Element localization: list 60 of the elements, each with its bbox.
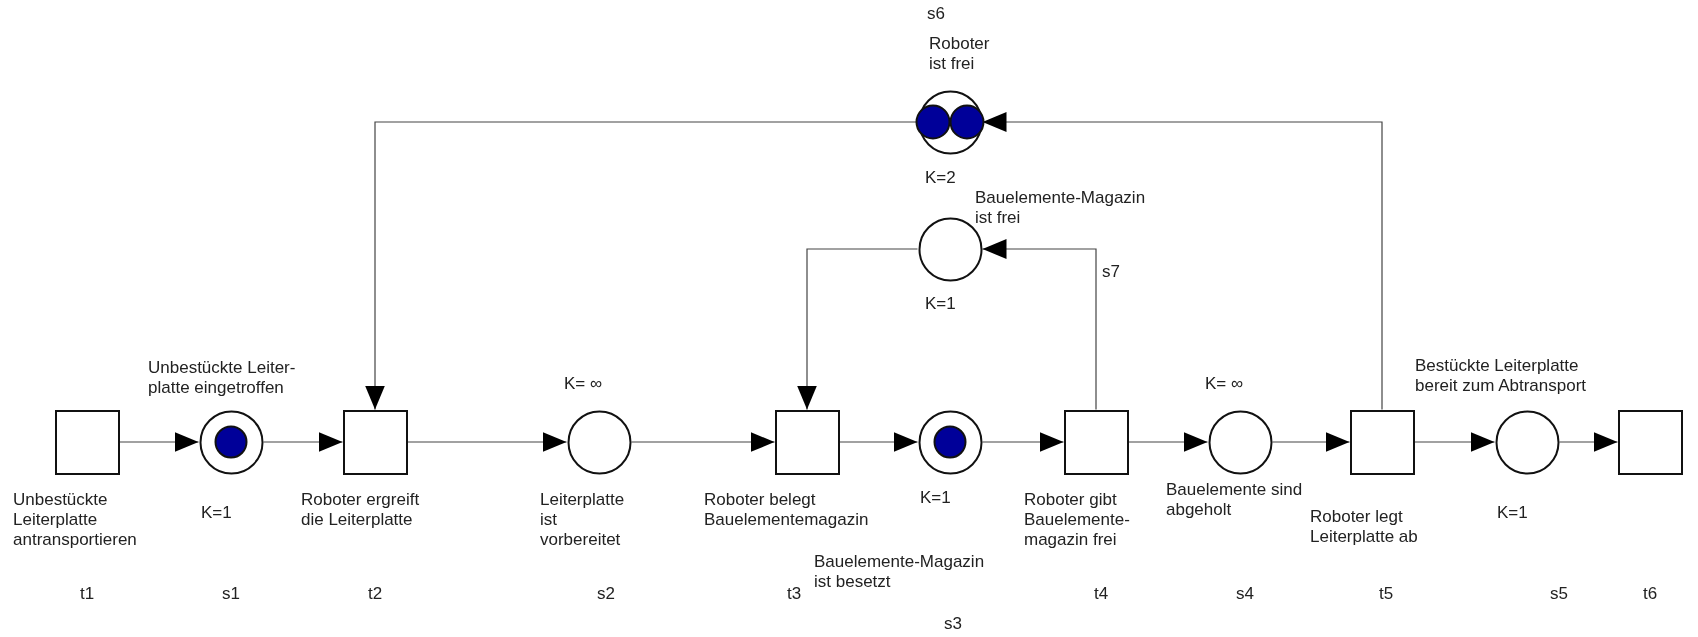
element-id-label: s3 xyxy=(943,614,963,634)
arrow xyxy=(981,239,1097,411)
arrow xyxy=(838,432,919,452)
arrow xyxy=(1558,432,1619,452)
node-label: s6 xyxy=(927,4,945,24)
node-label: Bauelemente sind abgeholt xyxy=(1166,480,1304,520)
token-dot xyxy=(933,425,967,459)
element-id-label: t5 xyxy=(1377,584,1395,604)
element-id-label: t3 xyxy=(785,584,803,604)
node-label: Bestückte Leiterplatte bereit zum Abtransport xyxy=(1415,356,1588,396)
arrow xyxy=(1271,432,1351,452)
place-circle xyxy=(1494,409,1560,475)
element-id-label: t4 xyxy=(1092,584,1110,604)
element-id-label: t2 xyxy=(366,584,384,604)
arrow xyxy=(1413,432,1496,452)
place-circle xyxy=(1207,409,1273,475)
node-label: Roboter legt Leiterplatte ab xyxy=(1310,507,1419,547)
node-label: Unbestückte Leiter- platte eingetroffen xyxy=(148,358,297,398)
element-id-label: s4 xyxy=(1235,584,1255,604)
element-id-label: s1 xyxy=(221,584,241,604)
node-label: K=1 xyxy=(201,503,232,523)
place-circle xyxy=(198,409,264,475)
node-label: K=1 xyxy=(920,488,951,508)
transition-box xyxy=(1349,409,1415,475)
token-dot xyxy=(915,104,951,140)
token-dot xyxy=(949,104,985,140)
node-label: Roboter belegt Bauelementemagazin xyxy=(704,490,870,530)
node-label: Roboter ist frei xyxy=(929,34,991,74)
node-label: K=1 xyxy=(1497,503,1528,523)
node-label: K=1 xyxy=(925,294,956,314)
node-label: K= ∞ xyxy=(1205,374,1244,394)
transition-box xyxy=(54,409,120,475)
arrow xyxy=(1127,432,1209,452)
node-label: Leiterplatte ist vorbereitet xyxy=(540,490,626,550)
transition-box xyxy=(342,409,408,475)
element-id-label: t6 xyxy=(1641,584,1659,604)
element-id-label: t1 xyxy=(78,584,96,604)
node-label: Bauelemente-Magazin ist frei xyxy=(975,188,1147,228)
transition-box xyxy=(774,409,840,475)
element-id-label: s5 xyxy=(1549,584,1569,604)
arrow xyxy=(262,432,344,452)
place-circle xyxy=(917,89,983,155)
arrow xyxy=(630,432,776,452)
element-id-label: s2 xyxy=(596,584,616,604)
node-label: K=2 xyxy=(925,168,956,188)
place-circle xyxy=(566,409,632,475)
node-label: K= ∞ xyxy=(564,374,603,394)
arrow xyxy=(981,432,1065,452)
transition-box xyxy=(1063,409,1129,475)
transition-box xyxy=(1617,409,1683,475)
node-label: Unbestückte Leiterplatte antransportieren xyxy=(13,490,138,550)
node-label: Roboter gibt Bauelemente- magazin frei xyxy=(1024,490,1131,550)
node-label: Roboter ergreift die Leiterplatte xyxy=(301,490,421,530)
token-dot xyxy=(214,425,248,459)
node-label: Bauelemente-Magazin ist besetzt xyxy=(814,552,986,592)
place-circle xyxy=(917,409,983,475)
arrow xyxy=(406,432,568,452)
arrow xyxy=(797,248,919,411)
node-label: s7 xyxy=(1102,262,1120,282)
arrow xyxy=(118,432,200,452)
